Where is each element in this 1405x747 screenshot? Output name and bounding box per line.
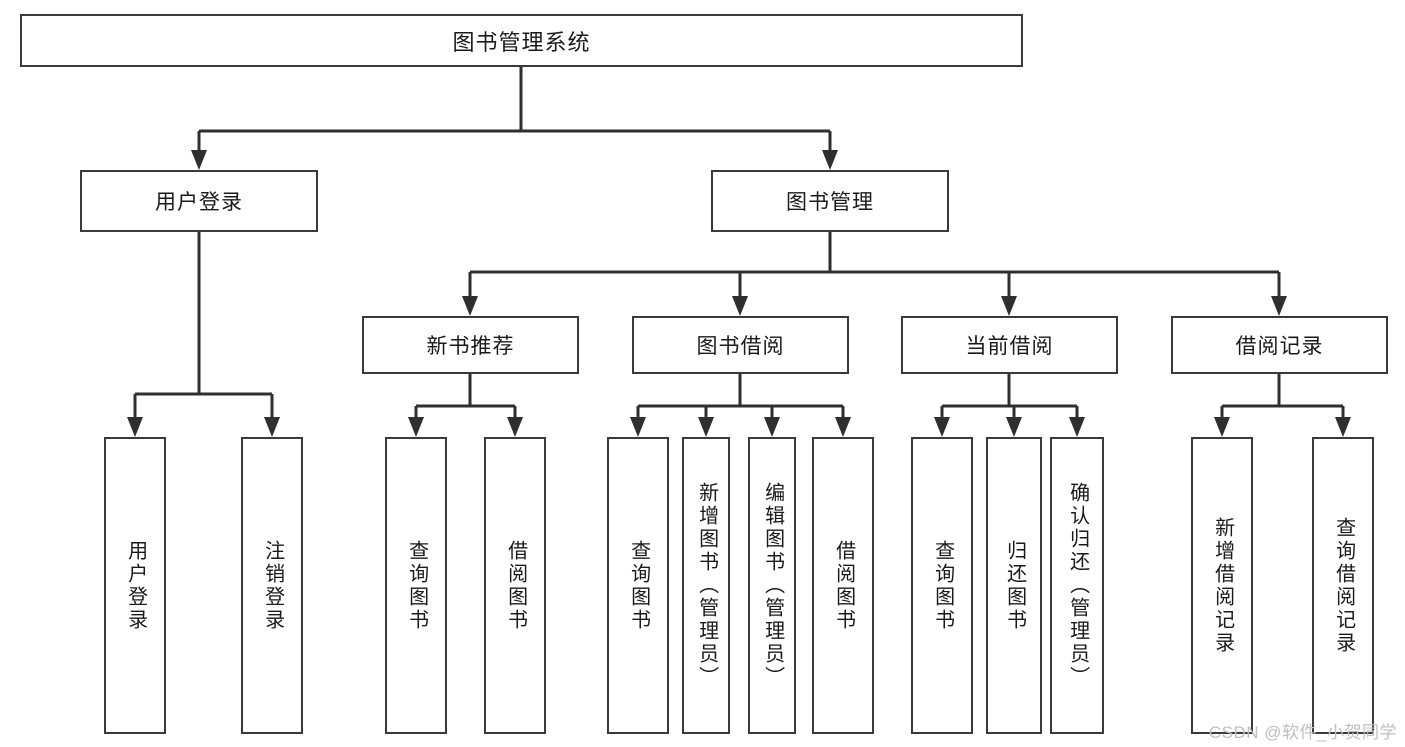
node-current-borrow[interactable]: 当前借阅 — [901, 316, 1118, 374]
arrow-cb-to-confirm-return — [1069, 417, 1085, 437]
node-book-manage[interactable]: 图书管理 — [711, 170, 949, 232]
node-leaf-borrow-book[interactable]: 借阅图书 — [812, 437, 874, 734]
node-root-system[interactable]: 图书管理系统 — [20, 14, 1023, 67]
node-leaf-add-borrow-record[interactable]: 新增借阅记录 — [1191, 437, 1253, 734]
arrow-br-to-query-record — [1335, 417, 1351, 437]
node-label: 注销登录 — [261, 539, 284, 632]
arrow-bm-to-current-borrow — [1001, 296, 1017, 316]
arrow-nb-to-query-book — [408, 417, 424, 437]
node-label: 归还图书 — [1003, 539, 1026, 632]
node-label: 新书推荐 — [426, 335, 515, 358]
node-leaf-borrow-book-recommend[interactable]: 借阅图书 — [484, 437, 546, 734]
node-label: 查询图书 — [627, 539, 650, 632]
node-label: 当前借阅 — [965, 335, 1054, 358]
node-label: 查询图书 — [931, 539, 954, 632]
node-label: 新增图书（管理员） — [695, 482, 718, 689]
arrow-bm-to-borrow-record — [1271, 296, 1287, 316]
arrow-ul-to-logout-leaf — [264, 417, 280, 437]
arrow-cb-to-query-book — [934, 417, 950, 437]
arrow-root-to-book-manage — [822, 150, 838, 170]
node-label: 借阅图书 — [832, 539, 855, 632]
node-label: 新增借阅记录 — [1211, 516, 1234, 655]
arrow-bb-to-borrow-book — [835, 417, 851, 437]
node-user-login[interactable]: 用户登录 — [80, 170, 318, 232]
csdn-watermark: CSDN @软件_小贺同学 — [1208, 723, 1397, 742]
node-borrow-record[interactable]: 借阅记录 — [1171, 316, 1388, 374]
node-leaf-return-book[interactable]: 归还图书 — [986, 437, 1042, 734]
node-leaf-user-login[interactable]: 用户登录 — [104, 437, 166, 734]
arrow-bb-to-add-book — [698, 417, 714, 437]
arrow-cb-to-return-book — [1006, 417, 1022, 437]
node-label: 确认归还（管理员） — [1066, 482, 1089, 689]
node-leaf-edit-book[interactable]: 编辑图书（管理员） — [748, 437, 796, 734]
node-label: 查询借阅记录 — [1332, 516, 1355, 655]
node-leaf-query-book-borrow[interactable]: 查询图书 — [607, 437, 669, 734]
node-leaf-query-book-current[interactable]: 查询图书 — [911, 437, 973, 734]
node-leaf-add-book[interactable]: 新增图书（管理员） — [682, 437, 730, 734]
arrow-bm-to-book-borrow — [732, 296, 748, 316]
node-leaf-query-borrow-record[interactable]: 查询借阅记录 — [1312, 437, 1374, 734]
node-label: 用户登录 — [155, 191, 243, 214]
arrow-ul-to-user-login-leaf — [127, 417, 143, 437]
arrow-bb-to-edit-book — [764, 417, 780, 437]
node-label: 借阅记录 — [1235, 335, 1324, 358]
node-leaf-logout[interactable]: 注销登录 — [241, 437, 303, 734]
arrow-nb-to-borrow-book — [507, 417, 523, 437]
node-label: 用户登录 — [124, 539, 147, 632]
node-label: 图书管理 — [786, 191, 874, 214]
arrow-bb-to-query-book — [630, 417, 646, 437]
node-leaf-query-book-recommend[interactable]: 查询图书 — [385, 437, 447, 734]
arrow-bm-to-new-book — [462, 296, 478, 316]
node-new-book-recommend[interactable]: 新书推荐 — [362, 316, 579, 374]
node-label: 查询图书 — [405, 539, 428, 632]
node-leaf-confirm-return[interactable]: 确认归还（管理员） — [1050, 437, 1104, 734]
node-label: 借阅图书 — [504, 539, 527, 632]
node-label: 图书借阅 — [696, 335, 785, 358]
node-label: 图书管理系统 — [452, 29, 591, 55]
node-label: 编辑图书（管理员） — [761, 482, 784, 689]
arrow-br-to-add-record — [1214, 417, 1230, 437]
node-book-borrow[interactable]: 图书借阅 — [632, 316, 849, 374]
arrow-root-to-user-login — [191, 150, 207, 170]
